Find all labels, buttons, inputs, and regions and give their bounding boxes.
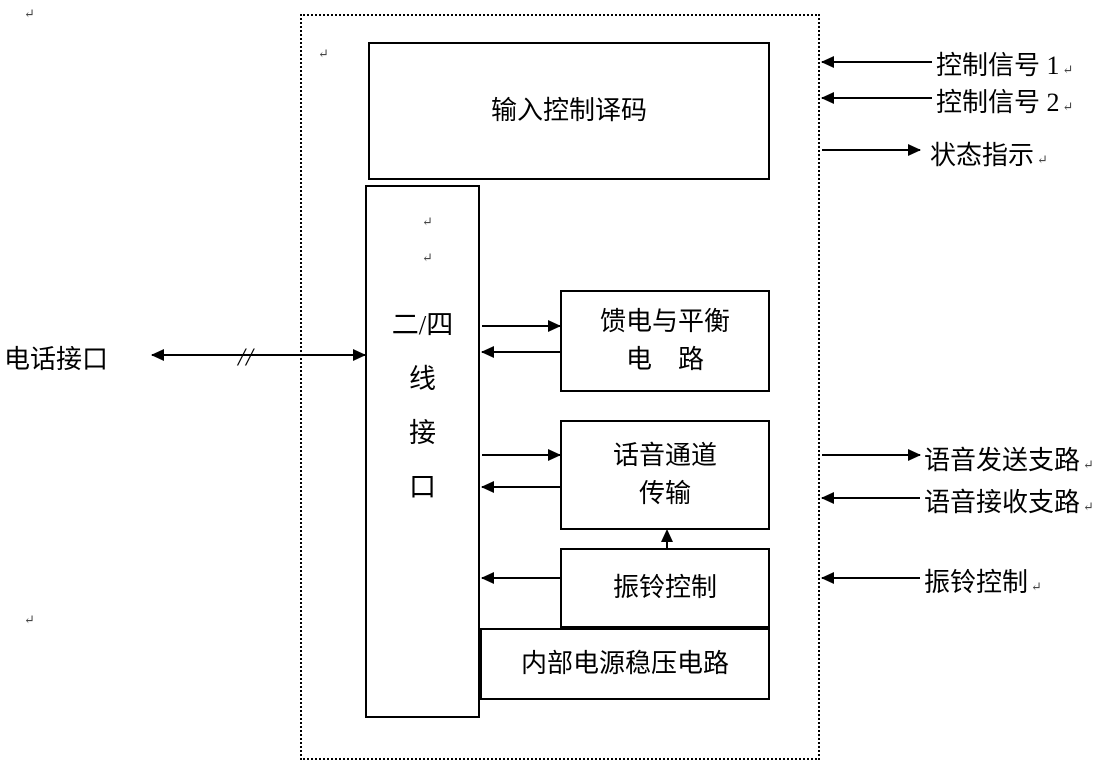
ring-control-box: 振铃控制 [560,548,770,628]
decoder-box: 输入控制译码 [368,42,770,180]
voice-receive-branch-label: 语音接收支路↵ [924,482,1094,519]
power-supply-box: 内部电源稳压电路 [480,628,770,700]
paragraph-mark-icon: ↵ [1062,99,1074,114]
voice-send-branch-label: 语音发送支路↵ [924,440,1094,477]
arrow-from-feed-balance [481,346,560,358]
arrow-to-voice-channel [482,449,561,461]
phone-interface-label: 电话接口 [4,339,108,376]
arrow-to-feed-balance [482,320,561,332]
phone-line-arrow [151,349,366,361]
paragraph-mark-icon: ↵ [1083,457,1094,472]
module-boundary-frame [300,14,820,760]
bus-width-mark: // [238,344,254,371]
power-supply-label: 内部电源稳压电路 [520,649,729,678]
voice-send-branch-text: 语音发送支路 [924,446,1081,475]
paragraph-mark-icon: ↵ [422,214,433,229]
arrow-control-signal-1 [821,56,932,68]
line-interface-label-line1: 二/四 [391,309,454,340]
line-interface-label-line3: 接 [409,417,436,448]
ring-control-signal-text: 振铃控制 [924,568,1029,597]
voice-channel-label-line1: 话音通道 [612,441,717,470]
voice-receive-branch-text: 语音接收支路 [924,488,1081,517]
control-signal-1-text: 控制信号 1 [936,51,1060,80]
paragraph-mark-icon: ↵ [1083,499,1094,514]
status-indication-text: 状态指示 [930,141,1035,170]
status-indication-label: 状态指示↵ [930,135,1048,172]
paragraph-mark-icon: ↵ [24,612,35,627]
arrow-control-signal-2 [821,92,932,104]
paragraph-mark-icon: ↵ [318,46,329,61]
line-interface-box: 二/四 线 接 口 [365,185,480,718]
control-signal-2-text: 控制信号 2 [936,88,1060,117]
paragraph-mark-icon: ↵ [24,6,35,21]
ring-control-label: 振铃控制 [612,573,717,602]
arrow-ring-to-voice [661,529,673,548]
paragraph-mark-icon: ↵ [1062,62,1074,77]
paragraph-mark-icon: ↵ [422,250,433,265]
arrow-from-voice-channel [481,481,560,493]
arrow-from-ring-control [481,572,560,584]
arrow-ring-control-signal [821,572,920,584]
phone-interface-text: 电话接口 [4,345,109,374]
control-signal-1-label: 控制信号 1↵ [936,45,1073,82]
arrow-status-indication [822,144,921,156]
voice-channel-label-line2: 传输 [638,479,691,508]
decoder-label: 输入控制译码 [490,96,647,125]
paragraph-mark-icon: ↵ [1037,152,1048,167]
voice-channel-box: 话音通道 传输 [560,420,770,530]
feed-balance-label-line1: 馈电与平衡 [599,307,730,336]
line-interface-label-line4: 口 [409,471,436,502]
feed-balance-box: 馈电与平衡 电 路 [560,290,770,392]
ring-control-signal-label: 振铃控制↵ [924,562,1042,599]
feed-balance-label-line2: 电 路 [625,345,704,374]
control-signal-2-label: 控制信号 2↵ [936,82,1073,119]
paragraph-mark-icon: ↵ [1031,579,1042,594]
arrow-voice-send [822,449,921,461]
arrow-voice-receive [821,492,920,504]
line-interface-label-line2: 线 [409,363,436,394]
